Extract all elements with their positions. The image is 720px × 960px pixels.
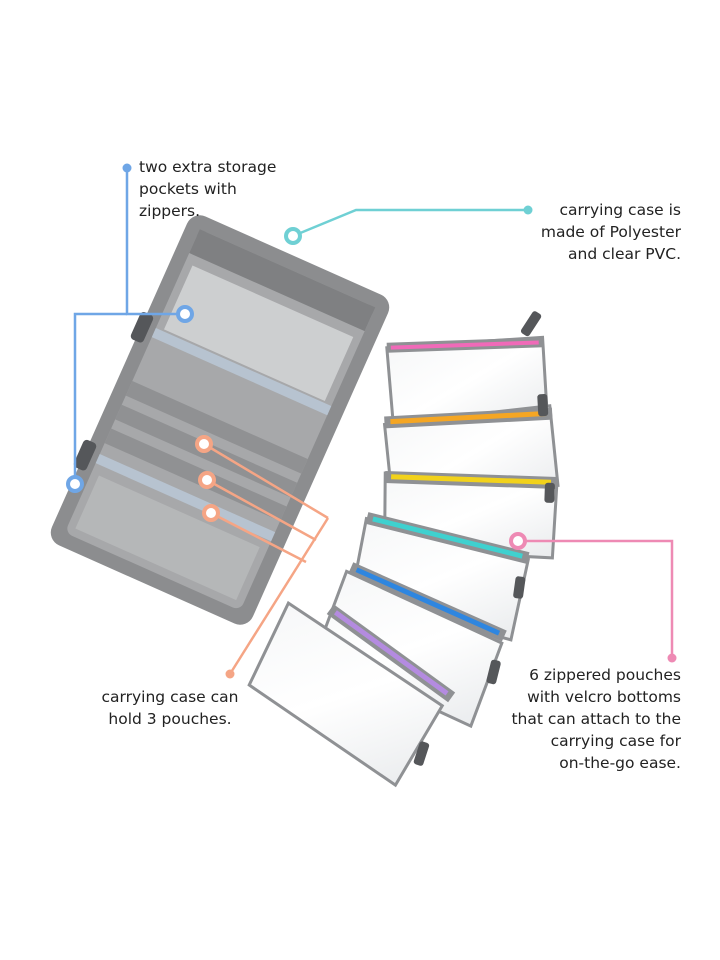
case-clear-window (164, 265, 354, 401)
pouch-4 (349, 512, 531, 642)
zipper-tape-4 (372, 516, 523, 559)
leader-line-zippered (518, 539, 674, 658)
dot-material-label (523, 205, 533, 215)
leader-line-pouch-slot-1 (203, 442, 329, 520)
ring-zippered-pouch (509, 532, 527, 550)
case-zipper-pocket-top (151, 327, 332, 416)
zipper-tape-1 (390, 340, 539, 350)
leader-line-pouch-slot-3 (210, 511, 307, 564)
dot-storage-label (122, 163, 132, 173)
zipper-tape-3 (391, 474, 552, 485)
pouch-6 (247, 600, 456, 788)
ring-storage-top-pocket (176, 305, 194, 323)
case-lower-window (75, 475, 260, 601)
pouch-stack (247, 311, 560, 788)
callout-holds-pouches (195, 435, 330, 679)
dot-holds-label (225, 669, 235, 679)
zipper-tape-6 (333, 610, 449, 696)
ring-pouch-slot-1 (195, 435, 213, 453)
ring-storage-bottom-pocket (66, 475, 84, 493)
case-velcro-strip (189, 229, 376, 332)
ring-pouch-slot-2 (198, 471, 216, 489)
case-zipper-pocket-bottom (95, 454, 276, 542)
leader-line-material (292, 208, 528, 238)
callout-storage-pockets (66, 163, 194, 493)
zipper-tape-2 (390, 410, 547, 425)
label-zippered-pouches: 6 zippered pouches with velcro bottoms t… (511, 666, 681, 772)
zipper-pull-top (130, 311, 154, 343)
ring-pouch-slot-3 (202, 504, 220, 522)
leader-line-pouch-main (228, 517, 330, 675)
label-material: carrying case is made of Polyester and c… (540, 201, 681, 263)
dot-zippered-label (667, 653, 677, 663)
pouch-1 (385, 311, 549, 431)
label-holds-pouches: carrying case can hold 3 pouches. (101, 688, 239, 728)
ring-material-case (284, 227, 302, 245)
leader-line-pouch-slot-2 (206, 478, 317, 542)
leader-line-storage-lower (73, 312, 127, 484)
callout-zippered-pouches (509, 532, 677, 663)
zipper-pull-bottom (73, 439, 97, 471)
carrying-case (50, 215, 390, 625)
zipper-tape-5 (355, 567, 501, 636)
case-pouch-strip-1 (125, 380, 308, 474)
label-storage-pockets: two extra storage pockets with zippers. (139, 158, 277, 220)
callout-material (284, 205, 533, 245)
